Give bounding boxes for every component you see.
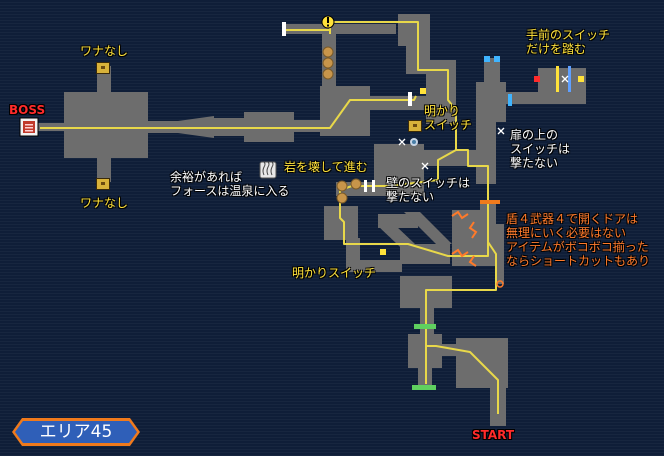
area-name: エリア45: [15, 421, 137, 443]
area-badge: エリア45: [12, 418, 140, 446]
gate-icon: [282, 22, 584, 390]
switch-icon: [380, 88, 426, 255]
wall-switch-label: 壁のスイッチは 撃たない: [386, 176, 471, 204]
trap-label-top: ワナなし: [80, 44, 129, 58]
break-rock-label: 岩を壊して進む: [284, 160, 368, 174]
boulder-icon: [322, 46, 362, 204]
door-switch-label: 扉の上の スイッチは 撃たない: [510, 128, 571, 170]
boss-label: BOSS: [9, 103, 46, 117]
treasure-chest-icon: [96, 62, 422, 190]
trap-label-bottom: ワナなし: [80, 196, 129, 210]
light-switch-label-top: 明かり スイッチ: [424, 104, 473, 132]
light-switch-label-bottom: 明かりスイッチ: [292, 266, 377, 280]
door-bar-icon: [364, 180, 375, 192]
locked-door-icon: [451, 210, 478, 267]
cross-marks: [398, 75, 569, 170]
shield-weapon-label: 盾４武器４で開くドアは 無理にいく必要はない アイテムがボコボコ揃った ならショ…: [506, 212, 651, 268]
warning-icon: [321, 15, 335, 29]
boss-door-icon: [19, 117, 39, 137]
route-line: [329, 21, 499, 414]
hot-spring-label: 余裕があれば フォースは温泉に入る: [170, 170, 290, 198]
front-switch-label: 手前のスイッチ だけを踏む: [526, 28, 611, 56]
map-rooms: [36, 14, 586, 426]
start-label: START: [472, 428, 515, 442]
hot-spring-icon: [259, 161, 277, 179]
